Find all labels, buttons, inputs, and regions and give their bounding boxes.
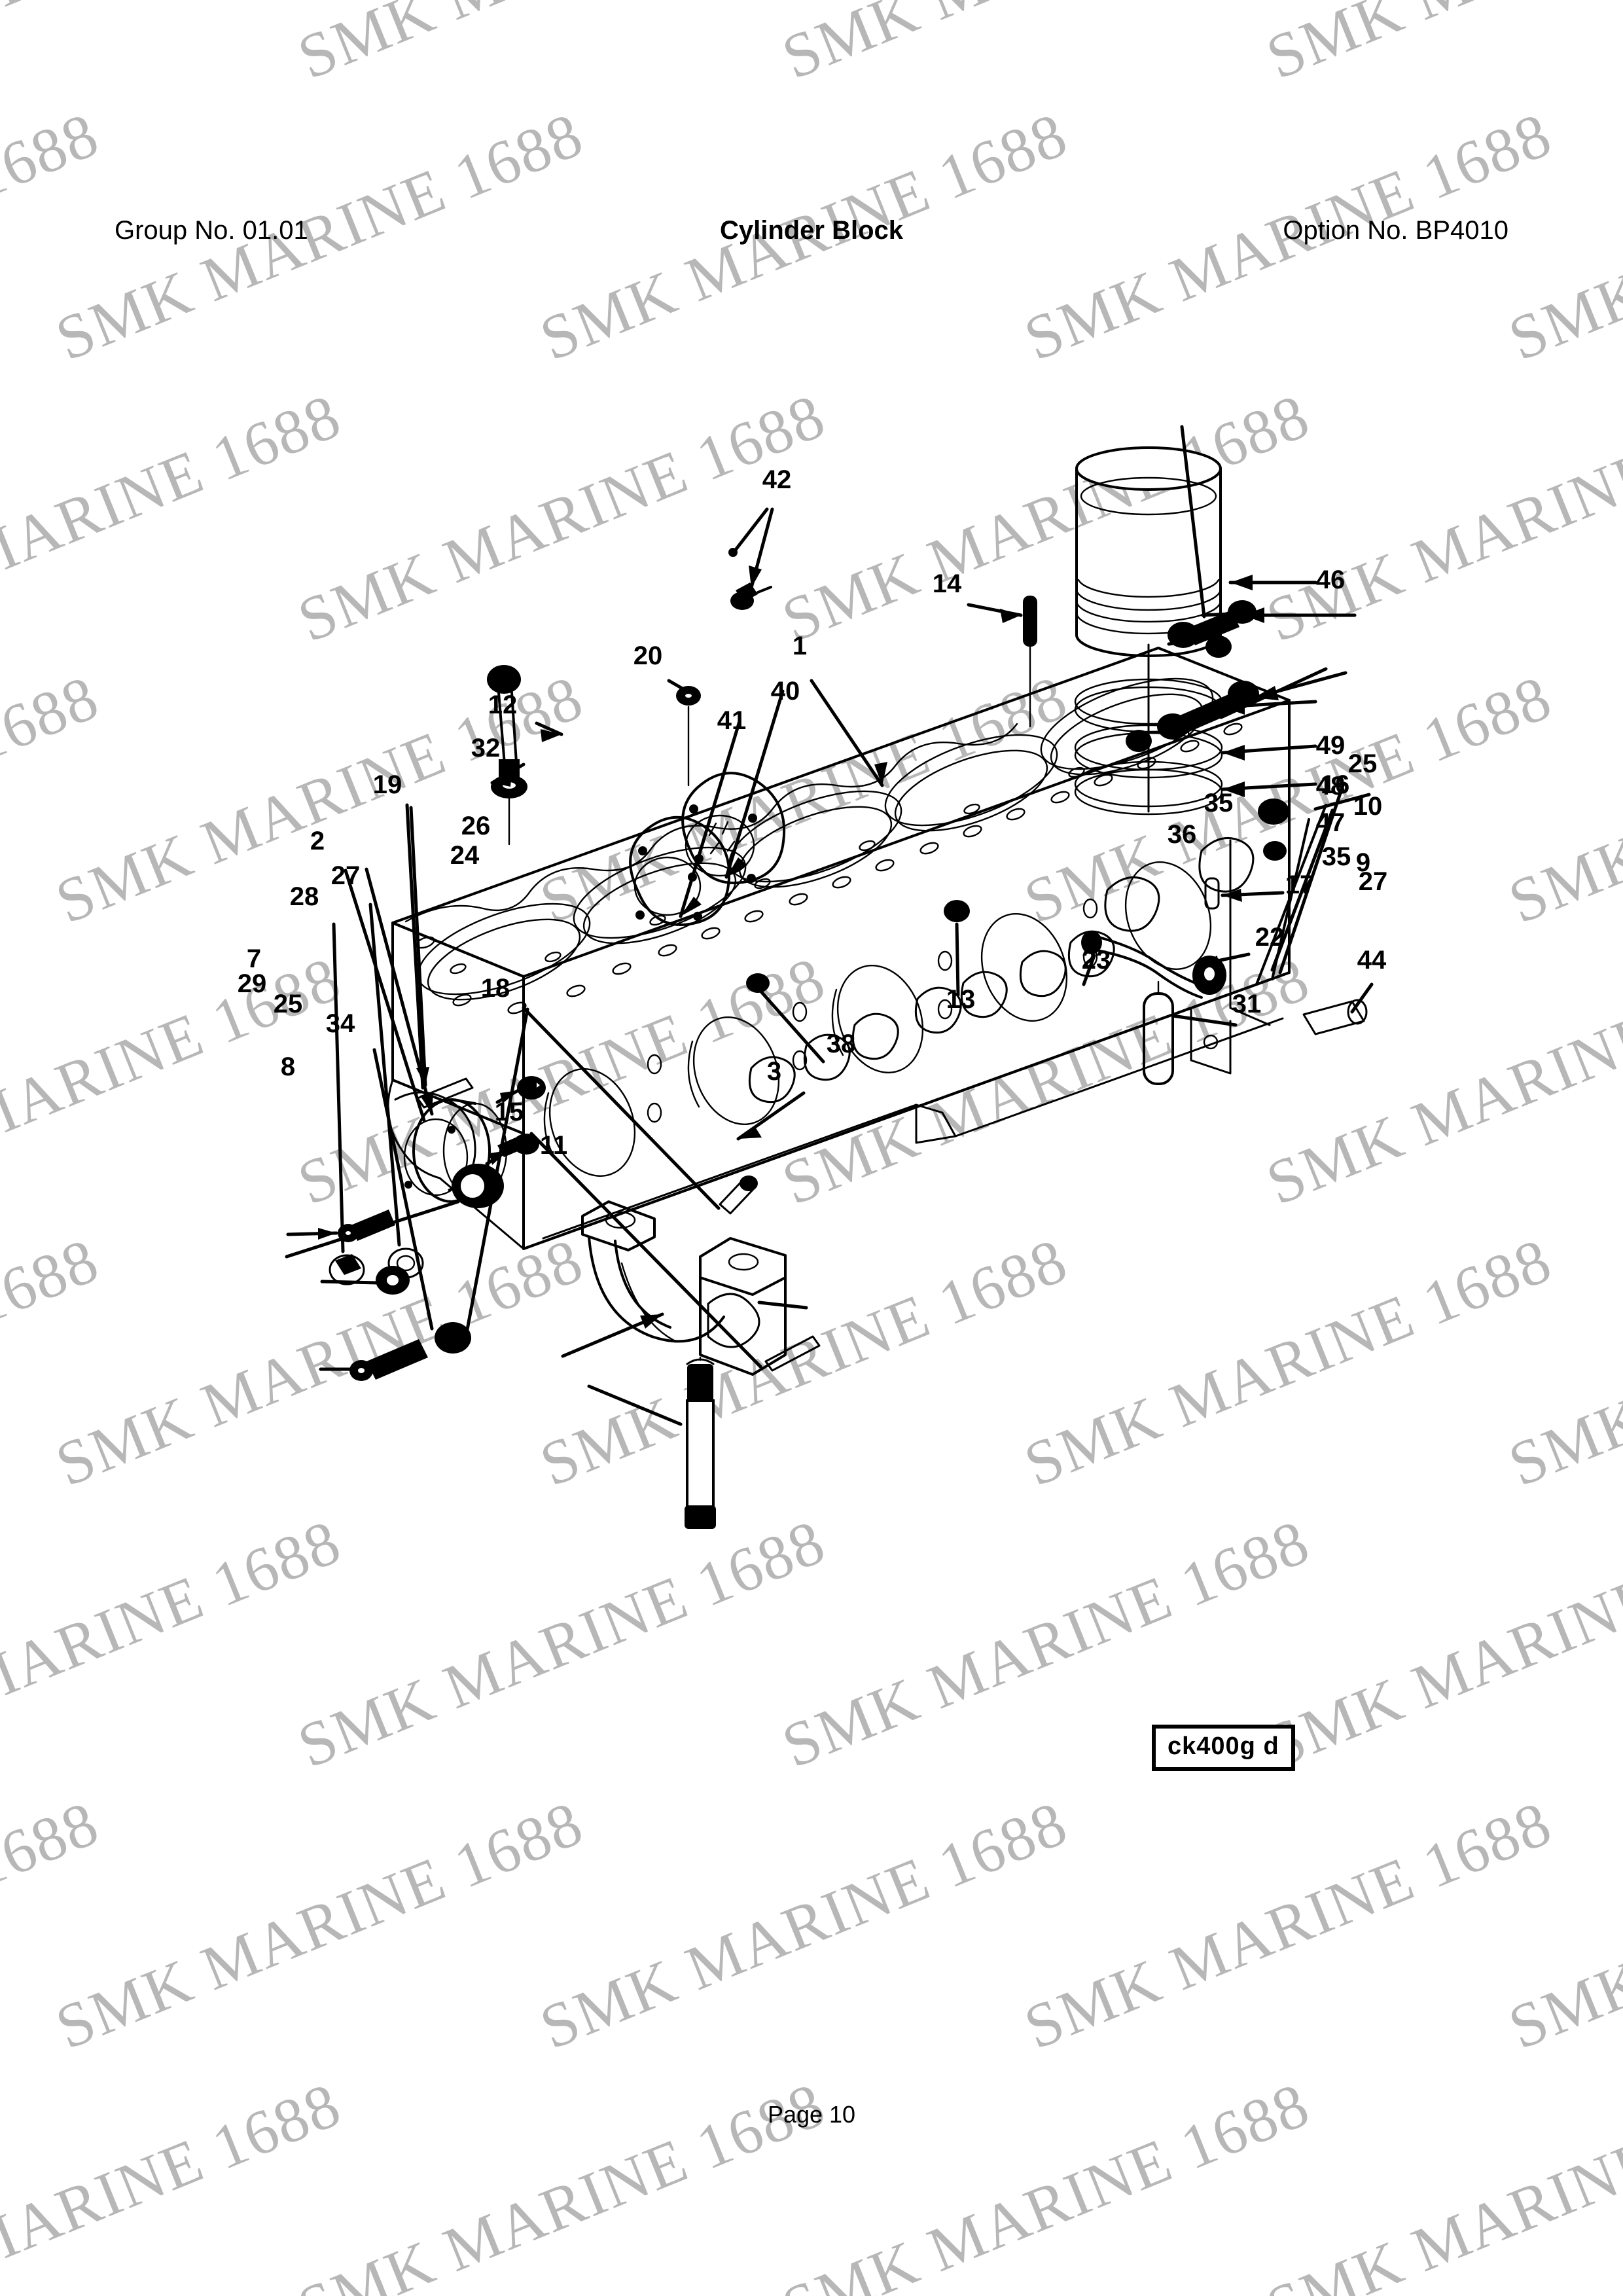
callout-number: 11 [540,1131,567,1160]
main-bearing-cap [581,1200,787,1376]
plug-26 [517,1076,546,1100]
front-face-bolt-holes [647,898,1098,1123]
callout-number: 9 [1356,848,1370,877]
callout-number: 19 [373,770,402,799]
callout-number: 3 [767,1057,781,1086]
stud-12 [487,665,527,846]
callout-number: 25 [274,990,303,1018]
callout-number: 10 [1353,792,1383,821]
bolt-8 [349,1339,428,1381]
page-title: Cylinder Block [719,216,904,245]
nut-34 [435,1322,471,1354]
callout-number: 29 [238,969,267,998]
callout-number: 49 [1316,731,1346,760]
bolt-13 [944,900,970,922]
key-15 [764,1335,821,1372]
callout-number: 38 [827,1030,856,1058]
callout-number: 44 [1357,946,1387,975]
callout-number: 20 [633,641,663,670]
callout-number: 15 [495,1098,524,1126]
watermark-text: SMK MARINE 1688 [0,0,351,94]
side-access-windows [543,861,1212,1177]
callout-number: 36 [1168,820,1197,849]
callout-number: 48 [1316,772,1346,800]
group-number-label: Group No. 01.01 [115,216,308,245]
plug-42 [728,548,772,610]
deck-bolt-holes [416,723,1243,1014]
callout-number: 34 [326,1009,355,1038]
callout-number: 32 [471,734,501,762]
page-header: Group No. 01.01 Cylinder Block Option No… [0,216,1623,262]
bearing-cap-bolt-11 [685,1268,716,1529]
callout-number: 8 [281,1052,295,1081]
option-number-label: Option No. BP4010 [1283,216,1508,245]
callout-number: 1 [793,632,807,660]
callout-number: 2 [310,827,325,855]
seal-28 [329,1254,365,1285]
callout-number: 47 [1316,808,1346,837]
callout-number: 27 [331,861,361,890]
callout-number: 17 [1285,870,1315,899]
callout-number: 18 [481,974,510,1003]
callout-number: 14 [933,569,962,598]
bolt-38 [746,973,770,993]
washer-25 [376,1266,410,1295]
callout-number: 25 [1348,749,1378,778]
watermark-text: SMK MARINE 1688 [288,0,835,94]
callout-number: 41 [717,706,747,735]
fastener-cluster-right [1126,600,1259,752]
callout-number: 35 [1322,842,1351,871]
callout-number: 13 [946,985,976,1014]
dowel-18 [719,1175,758,1215]
watermark-text: SMK MARINE 1688 [772,0,1319,94]
callout-number: 26 [461,812,491,840]
callout-number: 23 [1082,946,1111,975]
tappet-bosses [748,836,1255,1103]
diagram-svg: 4246494847404114353610935271201232192622… [238,425,1388,1529]
callout-number: 28 [290,882,319,911]
callout-number: 12 [488,691,518,719]
dowel-pin-14 [1023,596,1037,728]
callout-number: 40 [771,677,800,706]
callout-number: 35 [1204,789,1234,817]
callout-number: 24 [450,841,480,870]
cylinder-bores [404,677,1214,1001]
callout-number: 7 [247,944,261,973]
callout-number: 42 [762,465,792,494]
cylinder-block-body [387,647,1291,1250]
page-footer-label: Page 10 [767,2101,856,2128]
watermark-text: SMK MARINE 1688 [1257,0,1623,94]
callout-number: 46 [1316,565,1346,594]
callout-number: 31 [1232,990,1262,1018]
dowel-tube-31 [1143,980,1174,1085]
callout-number: 22 [1255,923,1285,952]
callout-number: 27 [1359,867,1388,896]
pin-44 [1302,999,1368,1035]
callout-number: 16 [1321,770,1350,799]
washer-20 [676,686,701,787]
drawing-code-box: ck400g d [1152,1725,1295,1771]
key-19 [416,1077,474,1109]
dowel-17 [1204,877,1220,910]
